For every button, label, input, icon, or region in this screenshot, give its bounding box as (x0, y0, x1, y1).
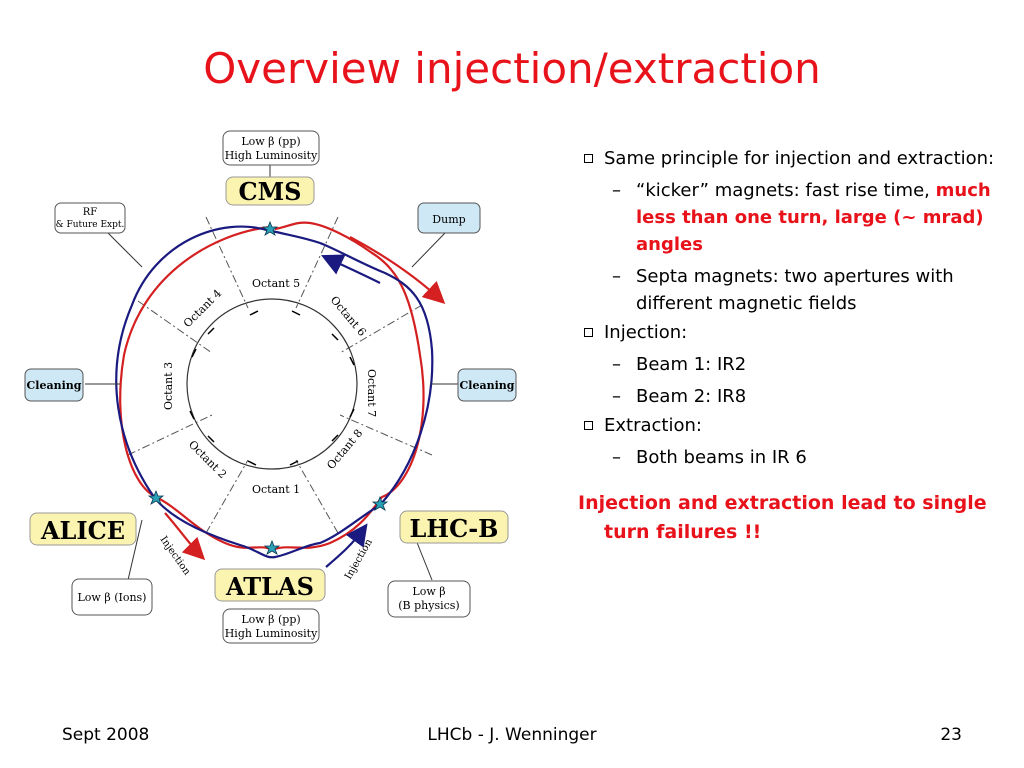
beam2-extraction-arrow (321, 254, 381, 284)
cleaning-left-label: Cleaning (27, 379, 82, 392)
cleaning-left-box (24, 368, 84, 402)
sub-bullet-beam2: – Beam 2: IR8 (578, 383, 998, 410)
beam1-injection-arrow (164, 512, 206, 561)
octant3-label: Octant 3 (162, 362, 175, 410)
beam2-injection-arrow (325, 523, 368, 568)
dash-icon: – (612, 266, 621, 287)
dash-icon: – (612, 447, 621, 468)
injection-right-label: Injection (343, 537, 375, 582)
footer-date: Sept 2008 (62, 725, 150, 745)
dump-box (417, 202, 481, 234)
cleaning-right-label: Cleaning (460, 379, 515, 392)
bottom-lowbeta-box (222, 608, 320, 644)
bullet-principle: Same principle for injection and extract… (578, 145, 998, 172)
top-lowbeta-box (222, 130, 320, 166)
dash-icon: – (612, 386, 621, 407)
bullet-principle-text: Same principle for injection and extract… (604, 148, 995, 169)
bottom-box-line1: Low β (pp) (241, 613, 300, 626)
footer-author: LHCb - J. Wenninger (427, 725, 597, 745)
cleaning-right-box (457, 368, 517, 402)
sub-bullet-beam1: – Beam 1: IR2 (578, 351, 998, 378)
lhcb-box (399, 510, 509, 544)
dash-icon: – (612, 354, 621, 375)
ip-star-lhcb (371, 495, 389, 511)
bottom-box-line2: High Luminosity (225, 627, 318, 640)
octant8-label: Octant 8 (324, 427, 365, 472)
kicker-highlight: much less than one turn, large (~ mrad) … (636, 180, 991, 255)
dash-icon: – (612, 180, 621, 201)
sub-bullet-both-beams: – Both beams in IR 6 (578, 444, 998, 471)
top-box-line1: Low β (pp) (241, 135, 300, 148)
atlas-label: ATLAS (225, 572, 314, 601)
octant5-label: Octant 5 (252, 277, 300, 290)
rf-line2: & Future Expt. (56, 220, 125, 230)
both-beams-text: Both beams in IR 6 (636, 447, 807, 468)
cms-box (225, 176, 315, 206)
cms-label: CMS (239, 177, 302, 206)
ip-star-cms (261, 220, 279, 236)
sub-bullet-septa: – Septa magnets: two apertures with diff… (578, 263, 998, 317)
rf-box (54, 202, 126, 234)
low-beta-ions-label: Low β (Ions) (78, 591, 147, 604)
low-beta-b-line2: (B physics) (398, 599, 459, 612)
ip-star-alice (147, 489, 165, 505)
bullet-box-icon (584, 421, 593, 430)
sub-bullet-kicker: – “kicker” magnets: fast rise time, much… (578, 177, 998, 258)
bullet-injection: Injection: (578, 319, 998, 346)
top-box-line2: High Luminosity (225, 149, 318, 162)
rf-line1: RF (83, 207, 98, 218)
lhc-ring-diagram: Octant 5 Octant 1 Octant 3 Octant 7 Octa… (24, 130, 517, 644)
alice-box (29, 512, 137, 546)
octant2-label: Octant 2 (186, 438, 229, 481)
bullet-extraction-text: Extraction: (604, 415, 702, 436)
bullet-box-icon (584, 154, 593, 163)
footer-page-number: 23 (940, 725, 962, 745)
conclusion-text: Injection and extraction lead to single … (578, 492, 987, 543)
bullet-list: Same principle for injection and extract… (578, 145, 998, 547)
low-beta-b-line1: Low β (412, 585, 445, 598)
low-beta-ions-box (71, 578, 153, 616)
magnet-marks (189, 310, 355, 466)
beam2-path (115, 225, 434, 559)
atlas-box (214, 568, 326, 602)
dump-label: Dump (432, 213, 465, 226)
beam1-extraction-arrow (349, 236, 446, 305)
octant4-label: Octant 4 (181, 287, 224, 330)
interaction-points (147, 220, 389, 555)
inner-ring (186, 298, 358, 470)
octant7-label: Octant 7 (365, 369, 378, 417)
kicker-text: “kicker” magnets: fast rise time, (636, 180, 936, 201)
bullet-injection-text: Injection: (604, 322, 688, 343)
alice-label: ALICE (40, 516, 125, 545)
lhcb-label: LHC-B (410, 514, 499, 543)
bullet-extraction: Extraction: (578, 412, 998, 439)
bullet-box-icon (584, 328, 593, 337)
ip-star-atlas (263, 539, 281, 555)
low-beta-b-box (387, 580, 471, 618)
octant6-label: Octant 6 (328, 294, 369, 339)
octant1-label: Octant 1 (252, 483, 300, 496)
beam1-path (119, 221, 425, 552)
beam2-text: Beam 2: IR8 (636, 386, 747, 407)
septa-text: Septa magnets: two apertures with differ… (636, 266, 954, 314)
slide-title: Overview injection/extraction (203, 44, 821, 93)
beam1-text: Beam 1: IR2 (636, 354, 747, 375)
